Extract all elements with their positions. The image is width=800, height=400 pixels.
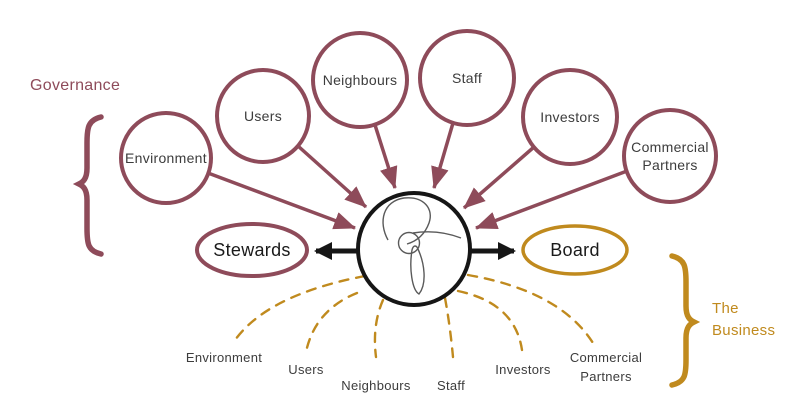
stewards-node: Stewards — [195, 222, 309, 278]
arrow-investors — [462, 145, 536, 210]
bottom-label-environment: Environment — [186, 350, 262, 365]
dash-users — [304, 291, 359, 354]
dash-staff — [443, 296, 455, 359]
dash-neighbours — [373, 298, 385, 359]
dash-investors — [456, 289, 524, 352]
bottom-label-staff: Staff — [437, 378, 465, 393]
business-labels: Environment Users Neighbours Staff Inves… — [186, 350, 642, 393]
circle-label-neighbours: Neighbours — [323, 72, 398, 88]
dash-commercial-partners — [466, 273, 595, 345]
arrow-environment — [207, 171, 356, 230]
bottom-label-investors: Investors — [495, 362, 551, 377]
dash-environment — [231, 274, 367, 345]
stewards-label: Stewards — [213, 240, 290, 260]
governance-section-label: Governance — [30, 77, 120, 94]
circle-label-commercial: Commercial — [631, 139, 709, 155]
stakeholder-circle-commercial-partners: Commercial Partners — [622, 108, 718, 204]
scribble-doodle — [382, 197, 462, 295]
board-label: Board — [550, 240, 600, 260]
hub-circle — [356, 191, 472, 307]
business-label-line2: Business — [712, 322, 775, 339]
arrow-staff — [431, 122, 455, 189]
bottom-label-commercial: Commercial — [570, 350, 642, 365]
business-label-line1: The — [712, 300, 739, 317]
stakeholder-circle-staff: Staff — [418, 29, 516, 127]
circle-label-users: Users — [244, 108, 282, 124]
bottom-label-neighbours: Neighbours — [341, 378, 411, 393]
circle-label-environment: Environment — [125, 150, 207, 166]
arrow-users — [296, 144, 368, 209]
bottom-label-partners: Partners — [580, 369, 632, 384]
business-section-label: The Business — [712, 300, 775, 339]
stakeholder-circle-investors: Investors — [521, 68, 619, 166]
circle-label-partners: Partners — [642, 157, 697, 173]
stakeholder-circle-neighbours: Neighbours — [311, 31, 409, 129]
bottom-label-users: Users — [288, 362, 324, 377]
arrow-neighbours — [373, 124, 398, 189]
business-dashed-links — [231, 273, 595, 359]
circle-label-staff: Staff — [452, 70, 482, 86]
arrow-commercial-partners — [475, 169, 628, 230]
governance-brace — [72, 114, 104, 257]
business-brace — [669, 253, 701, 388]
stakeholder-arrows — [207, 122, 628, 230]
stakeholder-circle-environment: Environment — [119, 111, 213, 205]
stakeholder-circle-users: Users — [215, 68, 311, 164]
board-node: Board — [521, 224, 629, 276]
circle-label-investors: Investors — [540, 109, 600, 125]
